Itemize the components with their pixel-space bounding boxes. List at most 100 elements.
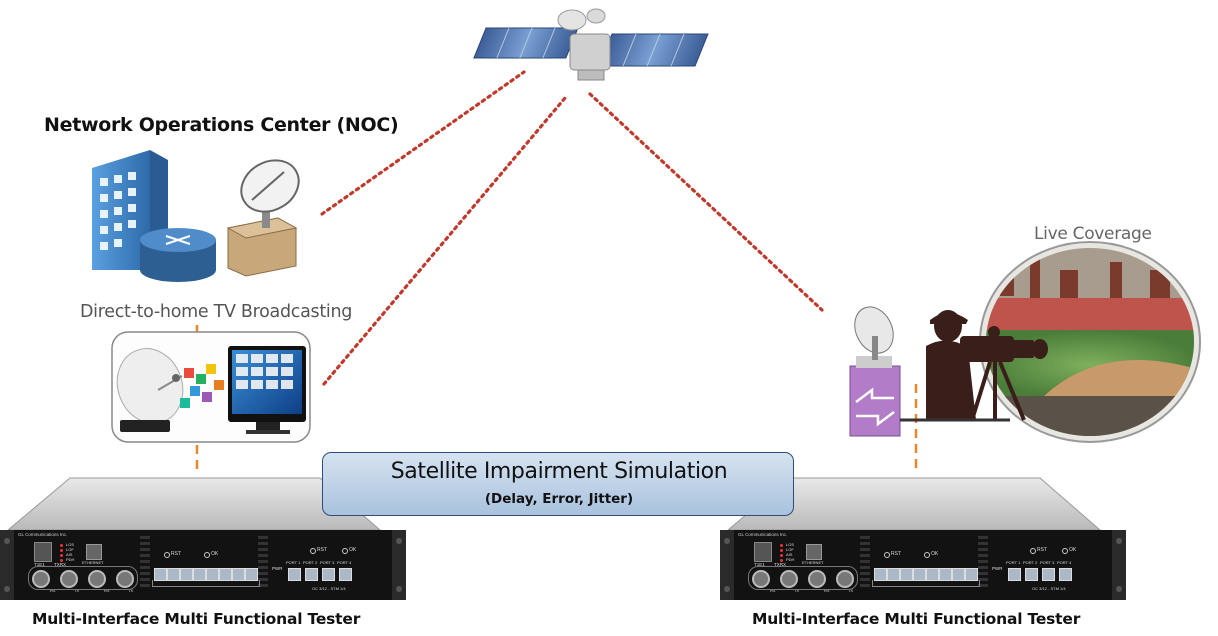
sfp-port[interactable] — [305, 568, 318, 581]
tester-right-label: Multi-Interface Multi Functional Tester — [752, 610, 1081, 628]
port-label: PORT 4 — [337, 560, 352, 565]
maker-label: GL Communications Inc. — [18, 532, 68, 537]
t1e1-port[interactable] — [34, 542, 52, 562]
rj-port[interactable] — [232, 568, 245, 581]
indicator-label: LOS — [66, 542, 75, 547]
sfp-port[interactable] — [339, 568, 352, 581]
ok-led — [1062, 548, 1068, 554]
port-label: PORT 1 — [286, 560, 301, 565]
rack-hole — [396, 538, 402, 544]
indicator-led — [780, 544, 783, 547]
sfp-port[interactable] — [1042, 568, 1055, 581]
ethernet-port[interactable] — [86, 544, 102, 560]
vent-slot — [258, 542, 268, 545]
vent-slot — [860, 542, 870, 545]
rack-ear-right — [392, 530, 406, 600]
dish-antenna-icon — [226, 159, 300, 277]
oc-label: OC 3/12 - STM 1/4 — [1032, 586, 1066, 591]
rack-hole — [4, 586, 10, 592]
rst-led — [164, 552, 170, 558]
txrx-label: TXRX — [774, 562, 787, 567]
sfp-port[interactable] — [1059, 568, 1072, 581]
vent-slot — [140, 554, 150, 557]
indicator-led — [60, 554, 63, 557]
rj-group-outline — [152, 580, 260, 587]
vent-slot — [140, 584, 150, 587]
indicator-label: PDH — [786, 557, 795, 562]
rst-led — [1030, 548, 1036, 554]
ethernet-label: ETHERNET — [802, 560, 824, 565]
bnc-connector[interactable] — [60, 570, 78, 588]
vent-slot — [140, 560, 150, 563]
ok-led — [204, 552, 210, 558]
rack-hole — [4, 538, 10, 544]
vent-slot — [978, 560, 988, 563]
rj-port[interactable] — [245, 568, 258, 581]
rj-port[interactable] — [913, 568, 926, 581]
indicator-label: AIS — [786, 552, 793, 557]
indicator-label: AIS — [66, 552, 73, 557]
ok-label: OK — [349, 547, 357, 553]
rst-label: RST — [317, 547, 327, 553]
sfp-port[interactable] — [1025, 568, 1038, 581]
vent-slot — [978, 578, 988, 581]
link-noc-satellite — [320, 70, 526, 216]
satellite-icon — [473, 8, 709, 81]
rst-led — [310, 548, 316, 554]
rst-label: RST — [891, 551, 901, 557]
rj-port[interactable] — [874, 568, 887, 581]
bnc-connector[interactable] — [88, 570, 106, 588]
indicator-label: LOF — [66, 547, 74, 552]
vent-slot — [258, 536, 268, 539]
rj-port[interactable] — [926, 568, 939, 581]
rx-label: RX — [770, 588, 776, 593]
t1e1-port[interactable] — [754, 542, 772, 562]
vent-slot — [860, 578, 870, 581]
rj-port[interactable] — [900, 568, 913, 581]
rack-hole — [1116, 538, 1122, 544]
stadium-icon — [979, 241, 1201, 443]
port-label: PORT 2 — [1023, 560, 1038, 565]
ok-label: OK — [211, 551, 219, 557]
camera-operator-icon — [900, 310, 1048, 422]
rj-port[interactable] — [939, 568, 952, 581]
sfp-port[interactable] — [322, 568, 335, 581]
vent-slot — [258, 566, 268, 569]
rj-port[interactable] — [206, 568, 219, 581]
vent-slot — [860, 560, 870, 563]
rj-port[interactable] — [180, 568, 193, 581]
simulation-title: Satellite Impairment Simulation — [390, 459, 728, 484]
bnc-connector[interactable] — [780, 570, 798, 588]
txrx-label: TXRX — [54, 562, 67, 567]
indicator-led — [780, 549, 783, 552]
rj-port[interactable] — [887, 568, 900, 581]
sfp-port[interactable] — [1008, 568, 1021, 581]
rack-ear-left — [720, 530, 734, 600]
vent-slot — [860, 536, 870, 539]
rj-port[interactable] — [965, 568, 978, 581]
live-coverage-label: Live Coverage — [1034, 224, 1152, 244]
rj-port[interactable] — [193, 568, 206, 581]
ok-led — [924, 552, 930, 558]
t1e1-label: T1E1 — [34, 562, 45, 567]
tv-icon — [228, 346, 306, 434]
ground-links — [195, 325, 918, 472]
rj-port[interactable] — [952, 568, 965, 581]
ethernet-label: ETHERNET — [82, 560, 104, 565]
rx-label: RX — [50, 588, 56, 593]
vent-slot — [258, 584, 268, 587]
bnc-connector[interactable] — [808, 570, 826, 588]
sfp-port[interactable] — [288, 568, 301, 581]
rj-port[interactable] — [219, 568, 232, 581]
ethernet-port[interactable] — [806, 544, 822, 560]
indicator-label: LOF — [786, 547, 794, 552]
simulation-subtitle: (Delay, Error, Jitter) — [484, 491, 634, 507]
rj-port[interactable] — [154, 568, 167, 581]
rj-group-outline — [872, 580, 980, 587]
tx-label: TX — [848, 588, 854, 593]
indicator-led — [60, 544, 63, 547]
rj-port[interactable] — [167, 568, 180, 581]
